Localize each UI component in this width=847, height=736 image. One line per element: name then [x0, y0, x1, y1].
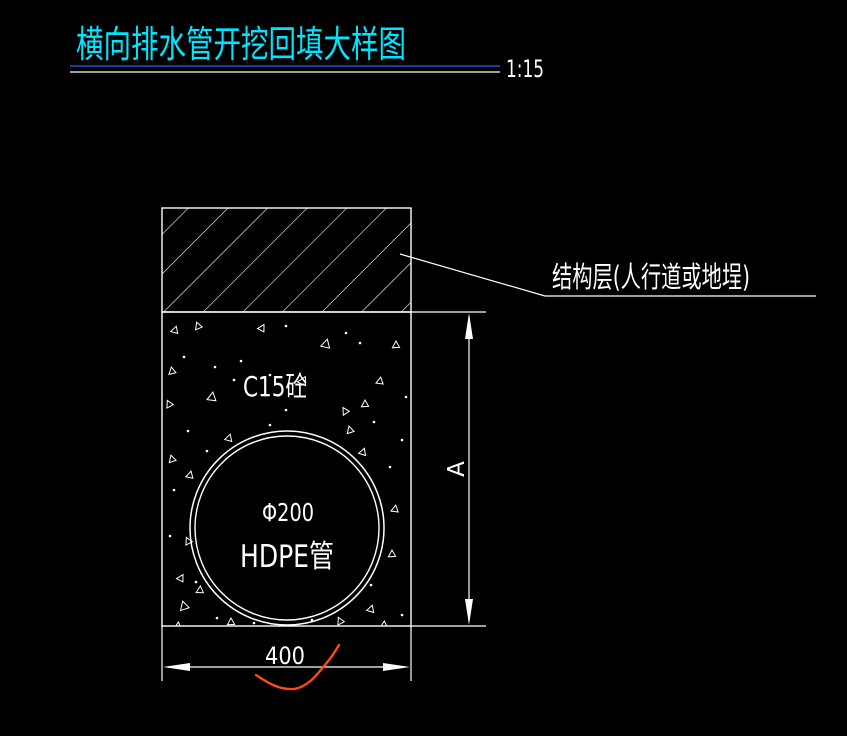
aggregate-triangle: [391, 339, 401, 349]
pipe-outer-wall: [189, 430, 385, 626]
aggregate-triangle: [379, 619, 389, 626]
aggregate-dot: [205, 449, 209, 453]
aggregate-triangle: [166, 399, 175, 409]
aggregate-dot: [284, 408, 288, 412]
width-arrow-left: [163, 663, 190, 671]
aggregate-dot: [372, 420, 376, 424]
aggregate-triangle: [168, 454, 178, 464]
aggregate-dot: [344, 331, 348, 335]
aggregate-triangle: [357, 447, 367, 457]
aggregate-triangle: [365, 604, 375, 614]
aggregate-triangle: [296, 375, 307, 387]
orange-annotation-mark: [254, 643, 341, 691]
aggregate-triangle: [256, 323, 265, 333]
aggregate-triangle: [168, 366, 177, 376]
aggregate-dot: [400, 438, 404, 442]
pipe-inner-wall: [194, 435, 380, 621]
pipe-diameter-label: Φ200: [262, 498, 314, 527]
aggregate-triangle: [185, 536, 194, 546]
drawing-title: 横向排水管开挖回填大样图: [76, 23, 406, 66]
aggregate-dot: [268, 423, 272, 427]
aggregate-dot: [172, 488, 176, 492]
aggregate-dot: [404, 395, 408, 399]
aggregate-triangle: [226, 616, 236, 626]
aggregate-triangle: [360, 398, 370, 408]
aggregate-dot: [369, 583, 373, 587]
aggregate-dot: [194, 580, 198, 584]
structure-layer-hatch: [162, 208, 411, 312]
height-arrow-top: [465, 313, 473, 339]
aggregate-triangle: [223, 433, 233, 443]
aggregate-triangle: [337, 616, 346, 626]
aggregate-dot: [182, 355, 186, 359]
aggregate-dot: [186, 429, 190, 433]
aggregate-dot: [284, 324, 288, 328]
aggregate-dot: [239, 359, 243, 363]
aggregate-triangle: [206, 391, 217, 402]
structure-layer-label: 结构层(人行道或地埕): [552, 260, 750, 294]
width-dimension-label: 400: [265, 642, 305, 670]
aggregate-dot: [388, 465, 392, 469]
concrete-bedding-outline: [161, 311, 412, 627]
aggregate-triangle: [319, 338, 331, 349]
concrete-label: C15砼: [243, 370, 307, 403]
aggregate-dot: [232, 378, 236, 382]
aggregate-triangle: [346, 425, 356, 435]
aggregate-triangle: [342, 406, 351, 417]
pipe-material-label: HDPE管: [240, 539, 334, 575]
aggregate-triangle: [169, 325, 179, 335]
aggregate-dot: [268, 373, 272, 377]
aggregate-dot: [215, 616, 219, 620]
aggregate-dot: [252, 621, 256, 625]
aggregate-triangle: [175, 573, 184, 583]
concrete-aggregate-texture: [166, 321, 408, 626]
aggregate-dot: [168, 534, 172, 538]
aggregate-dot: [358, 341, 362, 345]
aggregate-triangle: [194, 321, 204, 331]
aggregate-triangle: [184, 470, 194, 479]
aggregate-triangle: [375, 376, 384, 385]
aggregate-triangle: [390, 504, 399, 513]
aggregate-triangle: [179, 600, 191, 612]
height-arrow-bottom: [465, 599, 473, 625]
structure-layer-leader: [399, 253, 546, 297]
aggregate-triangle: [387, 548, 397, 558]
aggregate-dot: [310, 618, 314, 622]
width-arrow-right: [383, 663, 410, 671]
aggregate-dot: [400, 613, 404, 617]
drawing-scale: 1:15: [506, 55, 544, 83]
aggregate-triangle: [195, 584, 205, 594]
aggregate-dot: [213, 365, 217, 369]
height-dimension-label: A: [444, 461, 470, 477]
